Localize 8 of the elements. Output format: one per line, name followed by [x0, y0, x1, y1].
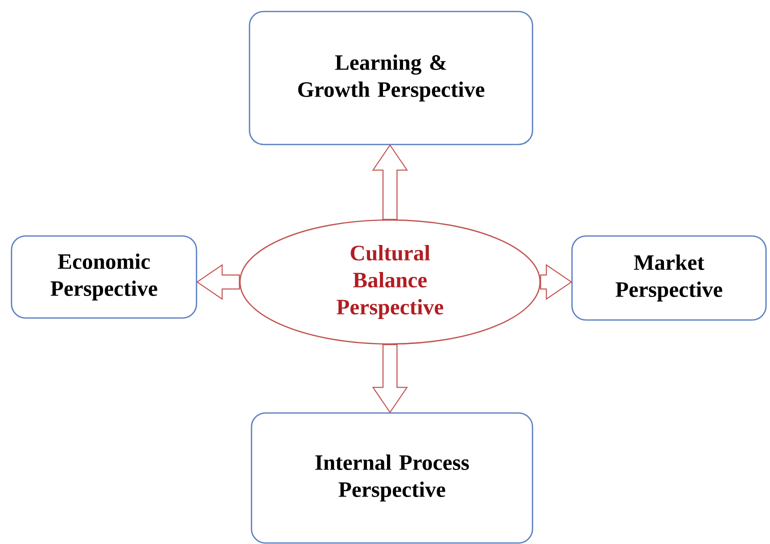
perspective-box: Learning & Growth Perspective	[248, 10, 534, 146]
perspective-box: Market Perspective	[571, 235, 767, 321]
block-arrow	[540, 264, 572, 300]
perspective-box: Economic Perspective	[10, 235, 198, 319]
block-arrow	[196, 264, 240, 300]
perspective-box: Internal Process Perspective	[250, 412, 534, 544]
block-arrow	[372, 144, 408, 220]
block-arrow	[372, 344, 408, 414]
